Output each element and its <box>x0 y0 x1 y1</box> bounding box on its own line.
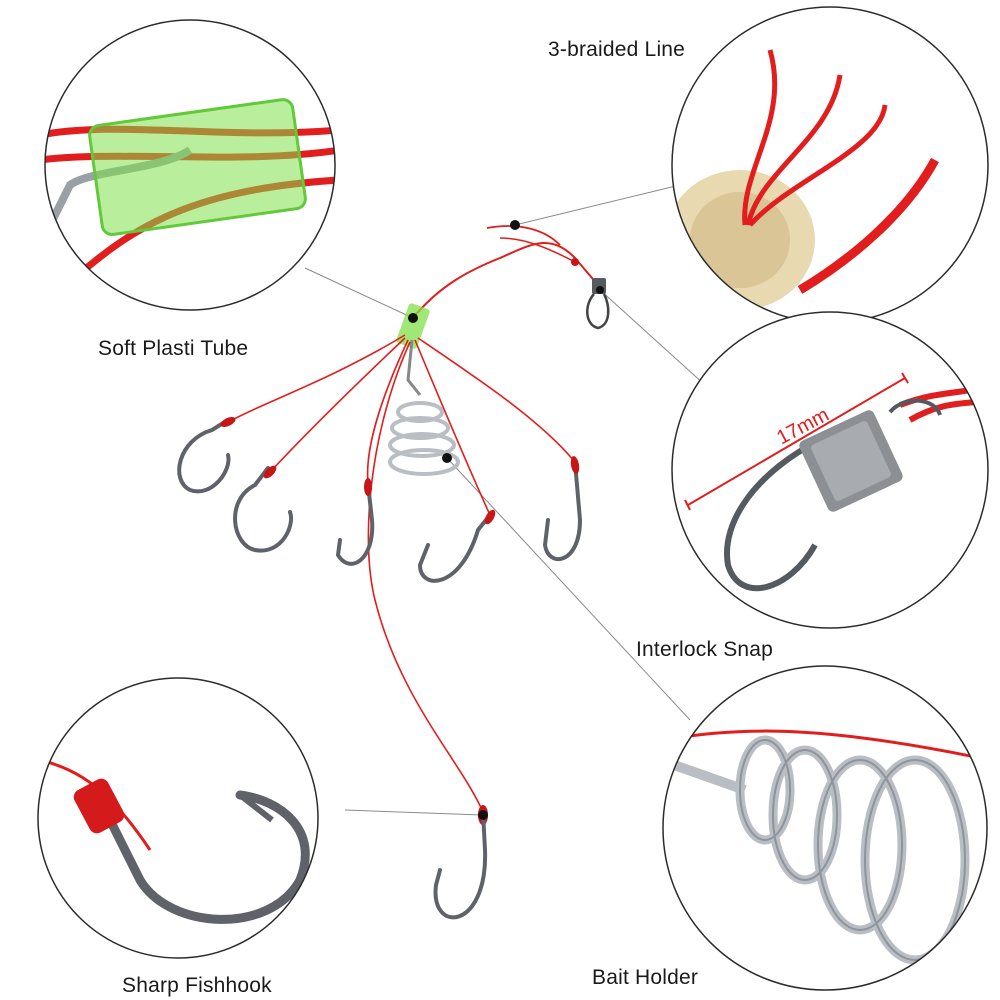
snoods <box>231 334 576 813</box>
snap-detail-circle: 17mm <box>671 311 989 629</box>
tube-small <box>396 303 430 349</box>
bait-holder-small <box>388 401 460 476</box>
sharp-fishhook-label: Sharp Fishhook <box>122 974 272 997</box>
tube-detail-circle <box>44 19 336 311</box>
bait-holder-detail-circle <box>662 665 988 991</box>
braided-line-label: 3-braided Line <box>548 38 686 61</box>
small-hooks <box>177 418 583 583</box>
snap-small <box>586 278 610 330</box>
braided-line-detail-circle <box>671 6 989 324</box>
soft-tube-label: Soft Plasti Tube <box>98 337 249 360</box>
main-rig <box>177 220 610 920</box>
leader-lines <box>304 184 706 816</box>
bait-holder-label: Bait Holder <box>592 966 699 989</box>
interlock-snap-label: Interlock Snap <box>636 638 774 661</box>
fishhook-detail-circle <box>37 677 319 959</box>
bottom-hook <box>433 810 488 920</box>
